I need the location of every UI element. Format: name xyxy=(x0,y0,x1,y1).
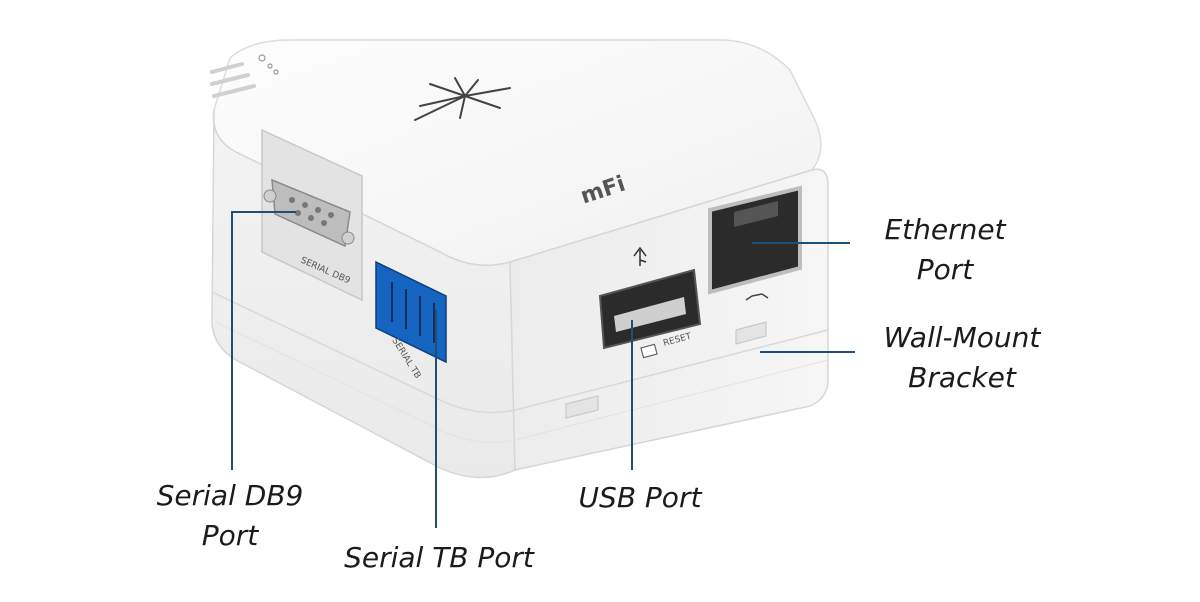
leader-lines xyxy=(231,211,855,528)
callout-text: Port xyxy=(201,519,259,552)
callout-usb-port: USB Port xyxy=(560,478,720,518)
ubiquiti-logo xyxy=(414,77,511,121)
callout-wall-mount-bracket: Wall-Mount Bracket xyxy=(862,318,1062,398)
callout-text: Ethernet xyxy=(884,213,1006,246)
status-led-icons xyxy=(258,54,279,75)
callout-serial-tb-port: Serial TB Port xyxy=(334,538,544,578)
vent-slots xyxy=(210,62,256,98)
callout-ethernet-port: Ethernet Port xyxy=(860,210,1030,290)
callout-serial-db9-port: Serial DB9 Port xyxy=(140,476,320,556)
bracket-slots xyxy=(565,321,767,419)
callout-text: Bracket xyxy=(908,361,1016,394)
usb-icon xyxy=(633,246,647,266)
callout-text: Serial TB Port xyxy=(344,541,534,574)
ethernet-icon xyxy=(745,293,769,301)
callout-text: Wall-Mount xyxy=(883,321,1041,354)
reset-button xyxy=(640,343,658,359)
callout-text: Port xyxy=(916,253,974,286)
leader-line-serial-db9 xyxy=(231,211,296,470)
callout-text: Serial DB9 xyxy=(156,479,304,512)
ethernet-port xyxy=(708,185,802,301)
callout-text: USB Port xyxy=(578,481,702,514)
